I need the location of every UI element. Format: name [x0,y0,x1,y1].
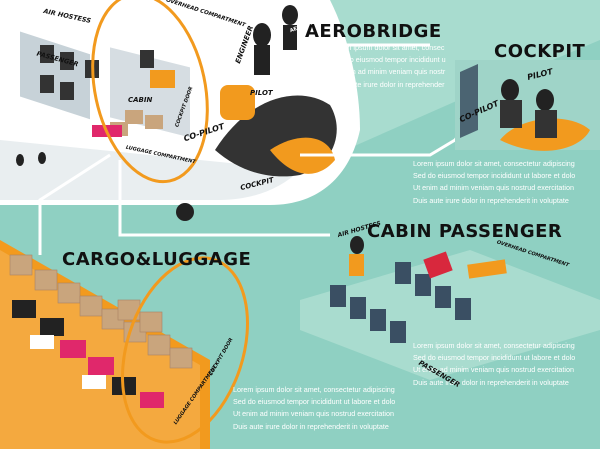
aerobridge-text: Lorem ipsum dolor sit amet, consec Sed d… [331,42,446,91]
aerobridge-line: Lorem ipsum dolor sit amet, consec [331,43,445,52]
cargo-scene [0,240,210,449]
cabin-passenger-scene [300,236,600,380]
heading-cabin-passenger: CABIN PASSENGER [367,221,563,242]
heading-aerobridge: AEROBRIDGE [305,21,442,42]
cargo-line: Sed do eiusmod tempor incididunt ut labo… [233,397,396,407]
heading-cargo-luggage: CARGO&LUGGAGE [62,249,252,270]
cockpit-line: Duis aute irure dolor in reprehenderit i… [413,195,569,205]
label-cabin: CABIN [128,96,153,104]
cockpit-scene [455,60,600,151]
cockpit-text: Lorem ipsum dolor sit amet, consectetur … [413,158,575,207]
nose-gear-icon [176,203,194,221]
cockpit-line: Ut enim ad minim veniam quis nostrud exe… [413,183,574,193]
cockpit-line: Lorem ipsum dolor sit amet, consectetur … [413,159,575,168]
aerobridge-people [253,5,298,75]
label-pilot-top: PILOT [250,89,273,97]
aerobridge-line: Sed do eiusmod tempor incididunt u [331,55,446,65]
label-gate: GATE [212,54,228,60]
cargo-line: Duis aute irure dolor in reprehenderit i… [233,421,389,431]
cabin-line: Ut enim ad minim veniam quis nostrud exe… [413,365,574,375]
cabin-line: Sed do eiusmod tempor incididunt ut labo… [413,353,576,363]
cabin-line: Duis aute irure dolor in reprehenderit i… [413,377,569,387]
aerobridge-line: Duis aute irure dolor in reprehender [331,79,445,89]
cockpit-line: Sed do eiusmod tempor incididunt ut labo… [413,171,576,181]
cabin-interior [20,31,255,138]
cabin-highlight-ring [91,0,209,184]
cabin-line: Lorem ipsum dolor sit amet, consectetur … [413,341,575,350]
heading-cockpit: COCKPIT [494,41,586,62]
cargo-text: Lorem ipsum dolor sit amet, consectetur … [233,384,395,433]
aerobridge-line: Ut enim ad minim veniam quis nostr [331,67,446,77]
fuselage-windows [16,152,46,166]
cabin-text: Lorem ipsum dolor sit amet, consectetur … [413,340,575,389]
cargo-line: Ut enim ad minim veniam quis nostrud exe… [233,409,394,419]
cargo-highlight-ring [121,256,249,444]
cargo-line: Lorem ipsum dolor sit amet, consectetur … [233,385,395,394]
